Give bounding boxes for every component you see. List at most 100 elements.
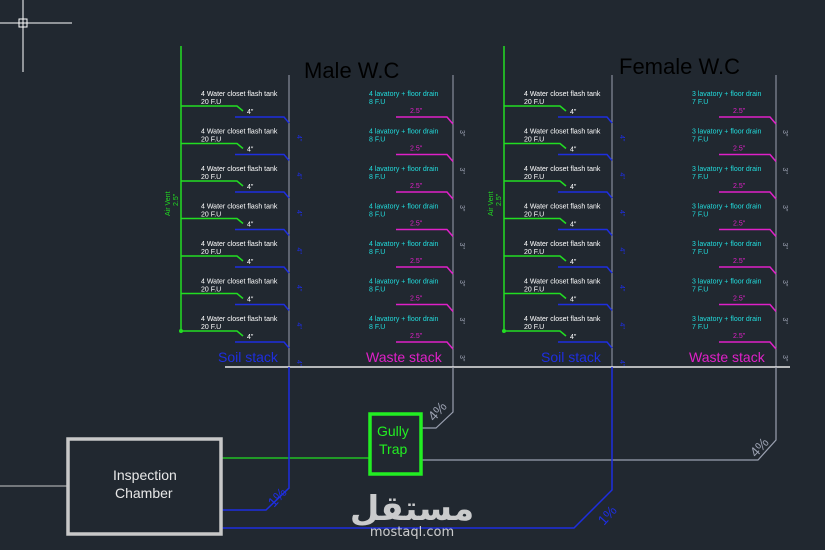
male-soil-drain-pipe [222, 367, 290, 511]
soil-stack-size: 4" [618, 248, 625, 255]
waste-pipe-size: 2.5" [410, 296, 423, 303]
lavatory-fixture-units: 8 F.U [369, 137, 385, 144]
waste-pipe-size: 2.5" [733, 183, 746, 190]
waste-stack-size: 3" [781, 280, 788, 287]
watermark-logo: مستقل [350, 489, 474, 529]
wc-fixture-units: 20 F.U [524, 137, 544, 144]
soil-branch-pipe [235, 191, 290, 199]
soil-stack-size: 4" [618, 173, 625, 180]
wc-pipe-size: 4" [570, 184, 577, 191]
wc-pipe-size: 4" [570, 297, 577, 304]
waste-branch-pipe [396, 341, 454, 350]
wc-pipe-size: 4" [570, 259, 577, 266]
wc-fixture-units: 20 F.U [524, 174, 544, 181]
wc-pipe-size: 4" [570, 147, 577, 154]
waste-pipe-size: 2.5" [410, 146, 423, 153]
waste-stack-size: 3" [458, 243, 465, 250]
air-vent-size: 2.5" [173, 193, 180, 206]
lavatory-fixture-label: 3 lavatory + floor drain [692, 241, 762, 248]
soil-branch-pipe [558, 228, 613, 236]
soil-branch-pipe [558, 153, 613, 161]
slope-female-soil: 1% [594, 502, 619, 528]
lavatory-fixture-units: 7 F.U [692, 212, 708, 219]
waste-branch-pipe [396, 191, 454, 200]
inspection-chamber: Inspection Chamber [66, 437, 223, 536]
air-vent-size: 2.5" [496, 193, 503, 206]
lavatory-fixture-label: 4 lavatory + floor drain [369, 241, 439, 248]
gully-trap-label-line2: Trap [379, 441, 407, 457]
vent-branch-pipe [181, 142, 244, 150]
lavatory-fixture-label: 4 lavatory + floor drain [369, 166, 439, 173]
vent-branch-pipe [181, 330, 244, 337]
waste-pipe-size: 2.5" [733, 258, 746, 265]
lavatory-fixture-units: 7 F.U [692, 174, 708, 181]
soil-stack-size: 4" [295, 360, 302, 367]
soil-branch-pipe [235, 266, 290, 274]
waste-pipe-size: 2.5" [410, 221, 423, 228]
vent-branch-pipe [181, 105, 244, 112]
lavatory-fixture-units: 7 F.U [692, 324, 708, 331]
wc-pipe-size: 4" [247, 259, 254, 266]
wc-fixture-label: 4 Water closet flash tank [524, 241, 601, 248]
lavatory-fixture-label: 4 lavatory + floor drain [369, 204, 439, 211]
wc-fixture-units: 20 F.U [201, 137, 221, 144]
waste-stack-size: 3" [781, 243, 788, 250]
wc-fixture-label: 4 Water closet flash tank [201, 129, 278, 136]
lavatory-fixture-units: 7 F.U [692, 287, 708, 294]
soil-branch-pipe [235, 116, 290, 124]
waste-stack-size: 3" [781, 168, 788, 175]
waste-stack-size: 3" [458, 355, 465, 362]
waste-pipe-size: 2.5" [410, 333, 423, 340]
vent-branch-pipe [504, 180, 567, 187]
soil-stack-label: Soil stack [218, 349, 279, 365]
soil-branch-pipe [558, 303, 613, 311]
slope-male-soil: 1% [264, 484, 289, 510]
wc-fixture-units: 20 F.U [524, 324, 544, 331]
waste-pipe-size: 2.5" [733, 296, 746, 303]
waste-pipe-size: 2.5" [410, 258, 423, 265]
soil-stack-size: 4" [618, 360, 625, 367]
soil-stack-size: 4" [295, 248, 302, 255]
waste-branch-pipe [396, 153, 454, 162]
soil-stack-size: 4" [295, 210, 302, 217]
slope-female-waste: 4% [746, 434, 771, 460]
soil-branch-pipe [235, 153, 290, 161]
waste-stack-size: 3" [781, 318, 788, 325]
waste-pipe-size: 2.5" [733, 108, 746, 115]
soil-stack-size: 4" [618, 210, 625, 217]
cad-crosshair-cursor [0, 0, 72, 72]
soil-stack-size: 4" [295, 135, 302, 142]
vent-branch-pipe [504, 217, 567, 225]
waste-pipe-size: 2.5" [733, 146, 746, 153]
soil-stack-size: 4" [618, 285, 625, 292]
waste-stack-size: 3" [458, 280, 465, 287]
soil-branch-pipe [235, 228, 290, 236]
air-vent-label: Air Vent [165, 191, 172, 216]
lavatory-fixture-label: 3 lavatory + floor drain [692, 166, 762, 173]
waste-stack-size: 3" [458, 130, 465, 137]
wc-pipe-size: 4" [247, 222, 254, 229]
wc-pipe-size: 4" [247, 184, 254, 191]
female-waste-drain-pipe [422, 367, 777, 461]
female-wc-title: Female W.C [619, 54, 740, 79]
wc-pipe-size: 4" [247, 147, 254, 154]
wc-pipe-size: 4" [570, 222, 577, 229]
wc-pipe-size: 4" [570, 334, 577, 341]
vent-branch-pipe [181, 217, 244, 225]
lavatory-fixture-label: 4 lavatory + floor drain [369, 316, 439, 323]
waste-branch-pipe [719, 228, 777, 237]
lavatory-fixture-units: 8 F.U [369, 99, 385, 106]
vent-branch-pipe [181, 255, 244, 262]
watermark-site: mostaql.com [370, 525, 454, 540]
waste-pipe-size: 2.5" [733, 221, 746, 228]
wc-fixture-label: 4 Water closet flash tank [201, 91, 278, 98]
vent-branch-pipe [504, 330, 567, 337]
lavatory-fixture-units: 8 F.U [369, 249, 385, 256]
female-soil-drain-pipe [222, 367, 613, 529]
lavatory-fixture-units: 7 F.U [692, 137, 708, 144]
gully-trap: Gully Trap [368, 412, 423, 476]
waste-stack-size: 3" [458, 318, 465, 325]
mostaql-watermark: مستقل mostaql.com [350, 489, 474, 540]
